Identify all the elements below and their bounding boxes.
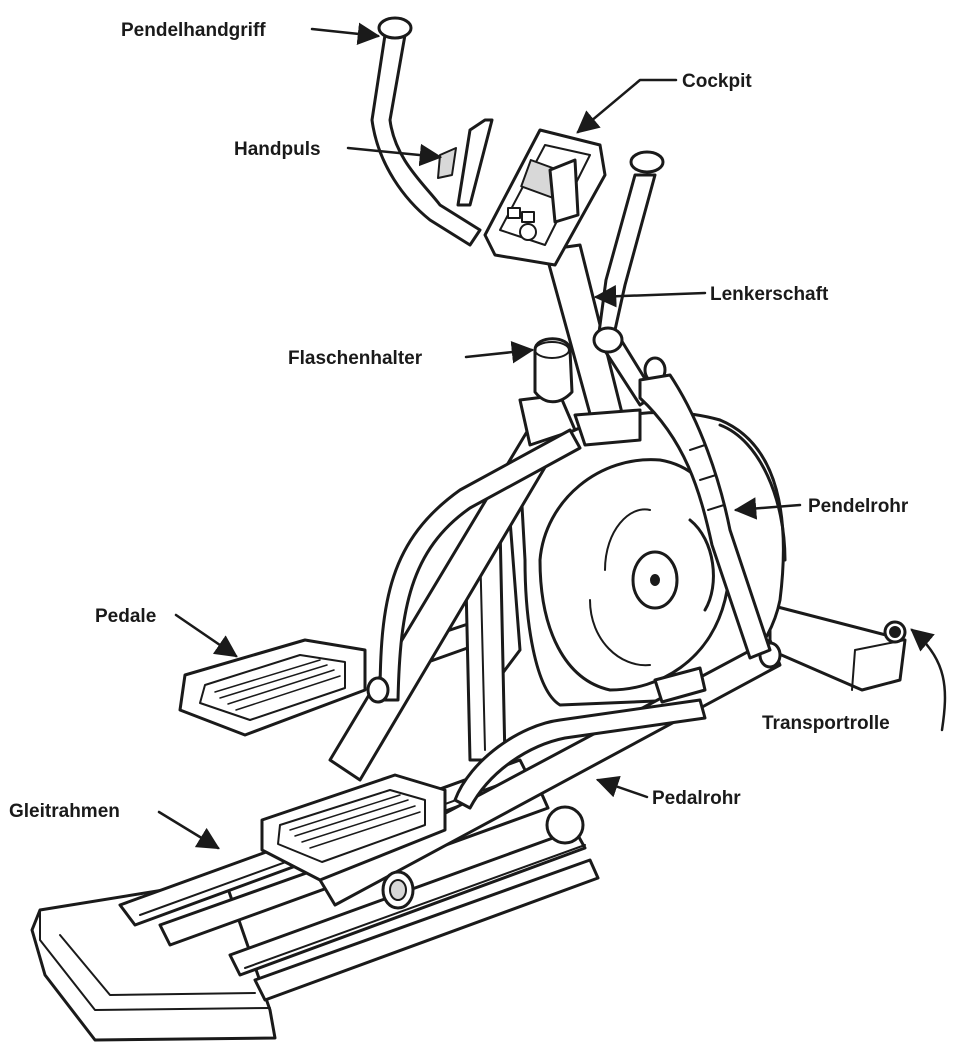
label-handpuls: Handpuls bbox=[234, 139, 321, 160]
pendulum-tube bbox=[638, 373, 772, 660]
leader-cockpit bbox=[576, 78, 678, 134]
bottle-holder bbox=[533, 337, 574, 404]
pendulum-handle-left bbox=[370, 16, 494, 247]
label-pendelrohr: Pendelrohr bbox=[808, 496, 909, 517]
label-cockpit: Cockpit bbox=[682, 71, 752, 92]
label-pedalrohr: Pedalrohr bbox=[652, 788, 741, 809]
label-pedale: Pedale bbox=[95, 606, 156, 627]
machine-illustration bbox=[30, 16, 907, 1042]
leader-pedale bbox=[174, 613, 238, 658]
label-lenkerschaft: Lenkerschaft bbox=[710, 284, 829, 305]
label-pendelhandgriff: Pendelhandgriff bbox=[121, 20, 266, 41]
label-transportrolle: Transportrolle bbox=[762, 713, 890, 734]
pedal-left bbox=[178, 638, 367, 737]
leader-lines bbox=[157, 22, 947, 850]
leader-handpuls bbox=[346, 143, 443, 167]
leader-pendelhandgriff bbox=[310, 22, 381, 46]
leader-transportrolle bbox=[910, 628, 947, 732]
handlebar-stem bbox=[543, 243, 642, 447]
leader-gleitrahmen bbox=[157, 810, 220, 850]
leader-lenkerschaft bbox=[593, 285, 707, 308]
part-labels: Pendelhandgriff Cockpit Handpuls Lenkers… bbox=[9, 20, 909, 822]
cockpit-console bbox=[483, 128, 607, 267]
pedal-right bbox=[260, 773, 447, 882]
label-gleitrahmen: Gleitrahmen bbox=[9, 801, 120, 822]
label-flaschenhalter: Flaschenhalter bbox=[288, 348, 423, 369]
slide-roller-rear bbox=[545, 805, 585, 845]
leader-pedalrohr bbox=[595, 776, 649, 799]
leader-flaschenhalter bbox=[464, 340, 535, 364]
pedal-rod-curve bbox=[453, 698, 707, 810]
leader-pendelrohr bbox=[733, 497, 802, 520]
